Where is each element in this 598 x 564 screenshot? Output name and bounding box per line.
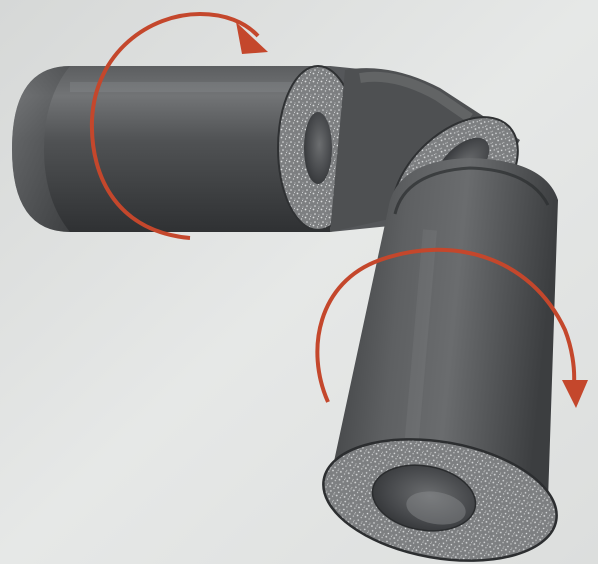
first-collar-bore: [304, 112, 332, 184]
horizontal-tube-highlight: [70, 82, 320, 92]
